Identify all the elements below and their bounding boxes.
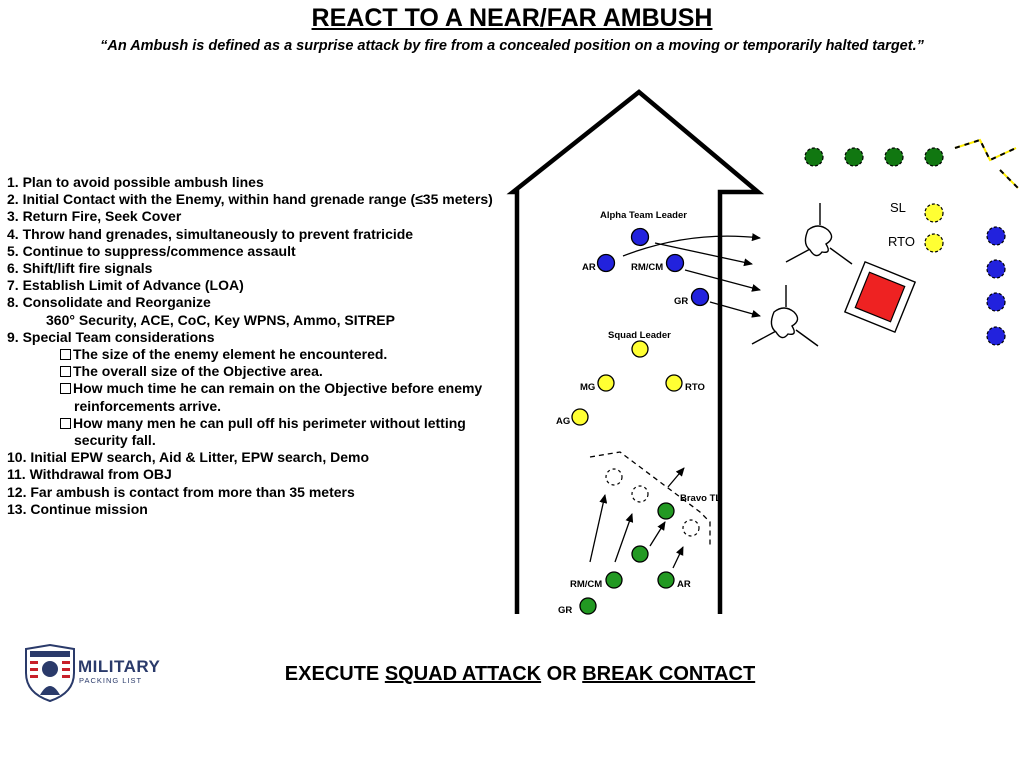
movement-arrow: [649, 521, 666, 547]
blue-security-marker: [986, 326, 1006, 346]
break-contact-option: BREAK CONTACT: [582, 663, 756, 685]
enemy-soldier-icon: [785, 203, 853, 265]
squad-leader-marker: [631, 340, 649, 358]
logo-line-1: MILITARY: [78, 657, 161, 676]
fire-arrow: [622, 233, 761, 257]
bravo-rmcm-label: RM/CM: [570, 579, 602, 590]
step-8: 8. Consolidate and Reorganize: [7, 294, 211, 311]
blue-security-marker: [986, 292, 1006, 312]
military-packing-list-logo: MILITARY PACKING LIST: [22, 643, 172, 703]
right-rto-marker: [924, 233, 944, 253]
execute-or: OR: [541, 663, 583, 685]
bravo-rmcm-marker: [605, 571, 623, 589]
alpha-team-leader-marker: [630, 227, 650, 247]
blue-security-marker: [986, 226, 1006, 246]
enemy-objective: [843, 260, 917, 334]
right-sl-marker: [924, 203, 944, 223]
alpha-ar-marker: [596, 253, 616, 273]
route-line: [954, 138, 1019, 189]
step-8-details: 360° Security, ACE, CoC, Key WPNS, Ammo,…: [46, 311, 395, 328]
rto-label: RTO: [685, 382, 705, 393]
enemy-soldier-icon: [751, 285, 819, 347]
mg-label: MG: [580, 382, 595, 393]
step-11: 11. Withdrawal from OBJ: [7, 466, 172, 483]
movement-arrow-outline: [506, 89, 765, 614]
execute-prefix: EXECUTE: [284, 663, 385, 685]
bravo-gr-label: GR: [558, 605, 572, 616]
right-sl-label: SL: [890, 200, 906, 215]
enemy-security-marker: [844, 147, 864, 167]
step-9-item: The size of the enemy element he encount…: [7, 346, 512, 363]
route-line: [954, 138, 1019, 189]
movement-arrow: [672, 546, 684, 569]
checkbox-icon: [60, 366, 71, 378]
ag-marker: [571, 408, 589, 426]
checkbox-icon: [60, 417, 71, 429]
bravo-ar-label: AR: [677, 579, 691, 590]
rto-marker: [665, 374, 683, 392]
ambush-definition-quote: “An Ambush is defined as a surprise atta…: [100, 38, 924, 54]
alpha-rmcm-label: RM/CM: [631, 262, 663, 273]
steps-list: 1. Plan to avoid possible ambush lines 2…: [7, 174, 512, 518]
step-9-item: How many men he can pull off his perimet…: [7, 415, 512, 432]
squad-attack-option: SQUAD ATTACK: [384, 663, 542, 685]
fire-arrow: [654, 242, 753, 267]
alpha-gr-marker: [690, 287, 710, 307]
checkbox-icon: [60, 349, 71, 361]
enemy-security-marker: [884, 147, 904, 167]
alpha-ar-label: AR: [582, 262, 596, 273]
bravo-gr-marker: [579, 597, 597, 615]
alpha-team-leader-label: Alpha Team Leader: [600, 210, 687, 221]
step-13: 13. Continue mission: [7, 500, 148, 517]
step-1: 1. Plan to avoid possible ambush lines: [7, 174, 264, 190]
step-5: 5. Continue to suppress/commence assault: [7, 242, 296, 259]
limit-of-advance-line: [589, 451, 711, 546]
enemy-security-marker: [924, 147, 944, 167]
checkbox-icon: [60, 383, 71, 395]
planned-position-marker: [682, 519, 700, 537]
mg-marker: [597, 374, 615, 392]
squad-leader-label: Squad Leader: [608, 330, 671, 341]
blue-security-marker: [986, 259, 1006, 279]
alpha-gr-label: GR: [674, 296, 688, 307]
eagle-shield-icon: [25, 643, 75, 703]
bravo-team-leader-marker: [657, 502, 675, 520]
step-4: 4. Throw hand grenades, simultaneously t…: [7, 225, 414, 242]
step-3: 3. Return Fire, Seek Cover: [7, 208, 182, 225]
step-9-item: How much time he can remain on the Objec…: [7, 380, 512, 397]
movement-arrow: [589, 494, 608, 563]
planned-position-marker: [631, 485, 649, 503]
logo-line-2: PACKING LIST: [79, 676, 143, 685]
step-12: 12. Far ambush is contact from more than…: [7, 483, 355, 500]
step-9: 9. Special Team considerations: [7, 328, 215, 345]
step-10: 10. Initial EPW search, Aid & Litter, EP…: [7, 449, 370, 466]
execute-instruction: EXECUTE SQUAD ATTACK OR BREAK CONTACT: [0, 663, 1024, 686]
step-9-item: The overall size of the Objective area.: [7, 363, 512, 380]
step-2: 2. Initial Contact with the Enemy, withi…: [7, 191, 493, 208]
step-9-item-cont: reinforcements arrive.: [74, 397, 222, 414]
bravo-ar-marker: [657, 571, 675, 589]
ag-label: AG: [556, 416, 570, 427]
enemy-security-marker: [804, 147, 824, 167]
alpha-rmcm-marker: [665, 253, 685, 273]
step-6: 6. Shift/lift fire signals: [7, 260, 153, 277]
bravo-member-marker: [631, 545, 649, 563]
bravo-tl-label: Bravo TL: [680, 493, 721, 504]
fire-arrow: [709, 301, 761, 318]
step-9-item-cont: security fall.: [74, 432, 156, 449]
right-rto-label: RTO: [888, 234, 915, 249]
fire-arrow: [684, 269, 761, 292]
page-title: REACT TO A NEAR/FAR AMBUSH: [311, 4, 713, 32]
planned-position-marker: [605, 468, 623, 486]
movement-arrow: [614, 513, 634, 563]
movement-arrow: [667, 467, 685, 488]
step-7: 7. Establish Limit of Advance (LOA): [7, 277, 244, 294]
